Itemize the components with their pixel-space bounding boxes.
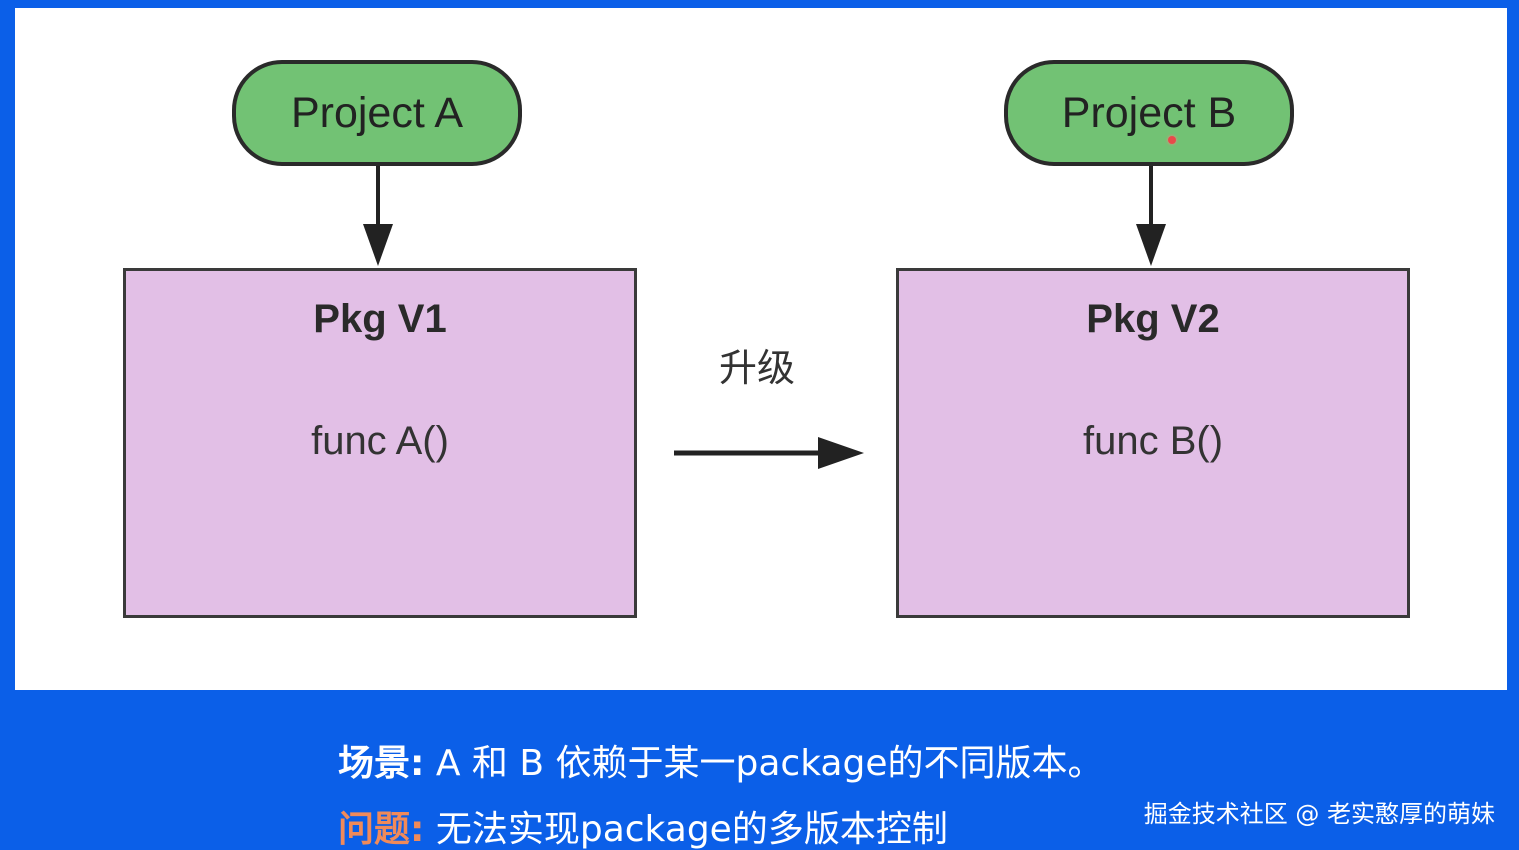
cursor-dot: [1168, 136, 1176, 144]
problem-text: 无法实现package的多版本控制: [424, 809, 948, 850]
watermark: 掘金技术社区 @ 老实憨厚的萌妹: [1143, 800, 1495, 828]
pkg-v2-box: Pkg V2 func B(): [896, 268, 1410, 618]
pkg-v2-func: func B(): [1082, 419, 1224, 463]
project-b-node: Project B: [1004, 60, 1294, 166]
pkg-v1-box: Pkg V1 func A(): [123, 268, 637, 618]
problem-key: 问题:: [338, 809, 425, 850]
scene-text: A 和 B 依赖于某一package的不同版本。: [424, 743, 1104, 784]
project-a-label: Project A: [290, 88, 464, 137]
project-b-label: Project B: [1061, 88, 1237, 137]
upgrade-label: 升级: [718, 346, 795, 390]
scene-caption: 场景: A 和 B 依赖于某一package的不同版本。: [338, 734, 1104, 786]
scene-key: 场景:: [338, 743, 425, 784]
pkg-v1-func: func A(): [311, 419, 449, 463]
project-a-node: Project A: [232, 60, 522, 166]
pkg-v1-title: Pkg V1: [313, 297, 447, 341]
pkg-v2-title: Pkg V2: [1086, 297, 1220, 341]
problem-caption: 问题: 无法实现package的多版本控制: [338, 800, 948, 850]
